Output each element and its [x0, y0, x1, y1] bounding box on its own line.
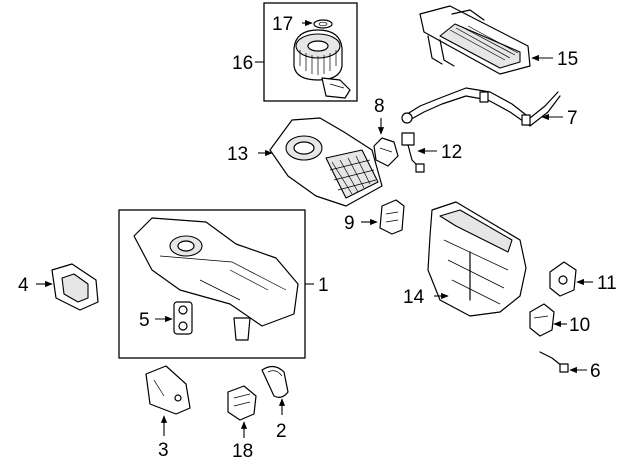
seal-4-illustration	[51, 263, 99, 311]
callout-3: 3	[158, 440, 169, 461]
evaporator-case-14-illustration	[427, 201, 527, 317]
callout-2: 2	[276, 421, 287, 442]
hvac-case-1-illustration	[133, 217, 299, 341]
callout-4: 4	[18, 275, 29, 296]
cap-2-illustration	[261, 365, 289, 398]
callout-18: 18	[232, 441, 253, 462]
callout-11: 11	[597, 273, 617, 294]
sensor-12-illustration	[401, 132, 425, 173]
actuator-10-illustration	[529, 303, 555, 337]
valve-5-illustration	[173, 301, 193, 335]
callout-14: 14	[403, 287, 425, 308]
blower-motor-group-box	[263, 2, 358, 102]
callout-10: 10	[569, 315, 590, 336]
callout-16: 16	[232, 53, 253, 74]
callout-1: 1	[318, 275, 329, 296]
resistor-18-illustration	[227, 385, 257, 421]
callout-6: 6	[590, 361, 601, 382]
blower-motor-illustration	[293, 19, 351, 99]
sensor-6-illustration	[539, 351, 569, 373]
callout-12: 12	[441, 142, 462, 163]
bracket-9-illustration	[379, 199, 405, 235]
heater-core-illustration	[419, 5, 531, 75]
callout-17: 17	[272, 14, 293, 35]
callout-8: 8	[374, 96, 385, 117]
callout-13: 13	[227, 144, 248, 165]
bracket-3-illustration	[145, 365, 191, 415]
heater-hose-illustration	[401, 87, 561, 127]
callout-5: 5	[139, 310, 150, 331]
actuator-8-illustration	[373, 137, 399, 167]
callout-15: 15	[557, 49, 578, 70]
callout-9: 9	[344, 213, 355, 234]
blower-housing-13-illustration	[269, 117, 383, 207]
actuator-11-illustration	[549, 261, 577, 297]
callout-7: 7	[567, 108, 578, 129]
